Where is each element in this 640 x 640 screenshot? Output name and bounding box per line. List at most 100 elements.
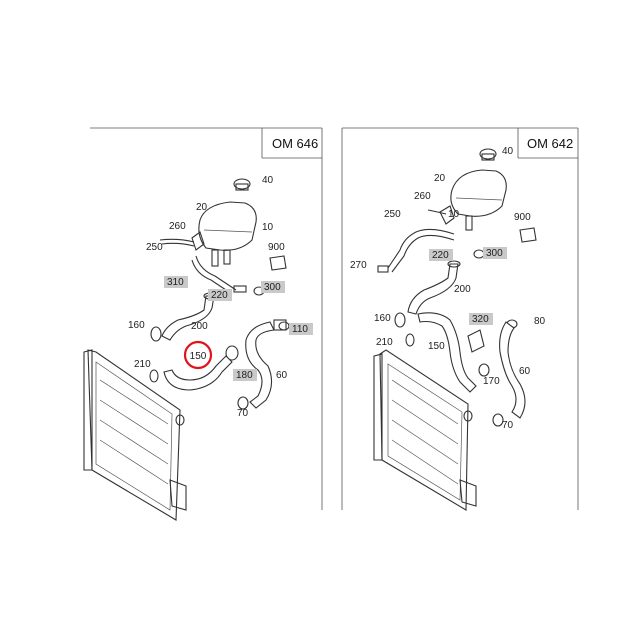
panel-title-om642: OM 642 bbox=[527, 136, 573, 151]
part-label-om642-20: 20 bbox=[434, 173, 446, 184]
part-label-om642-60: 60 bbox=[519, 366, 531, 377]
part-label-box bbox=[289, 323, 313, 335]
part-label-om642-270: 270 bbox=[350, 260, 367, 271]
part-number-text: 220 bbox=[211, 290, 228, 301]
part-label-om646-110: 110 bbox=[289, 323, 313, 335]
expansion-tank-right bbox=[439, 148, 507, 231]
part-label-om642-200: 200 bbox=[454, 284, 471, 295]
part-label-om646-210: 210 bbox=[134, 359, 151, 370]
part-number-text: 210 bbox=[134, 359, 151, 370]
sensor-900-left bbox=[269, 255, 287, 271]
part-number-text: 10 bbox=[262, 222, 274, 233]
part-label-om642-70: 70 bbox=[502, 420, 514, 431]
part-label-om646-70: 70 bbox=[237, 408, 249, 419]
part-number-text: 250 bbox=[146, 242, 163, 253]
hose-150-right bbox=[417, 312, 477, 393]
part-number-text: 160 bbox=[374, 313, 391, 324]
hose-60-right bbox=[499, 321, 526, 419]
highlight-part-number: 150 bbox=[190, 351, 207, 362]
part-number-text: 40 bbox=[502, 146, 514, 157]
part-number-text: 20 bbox=[434, 173, 446, 184]
part-label-box bbox=[233, 369, 257, 381]
part-number-text: 270 bbox=[350, 260, 367, 271]
part-number-text: 250 bbox=[384, 209, 401, 220]
part-label-om642-10: 10 bbox=[448, 209, 460, 220]
part-label-om642-40: 40 bbox=[502, 146, 514, 157]
part-label-box bbox=[483, 247, 507, 259]
part-label-om642-250: 250 bbox=[384, 209, 401, 220]
part-label-om646-40: 40 bbox=[262, 175, 274, 186]
part-number-text: 320 bbox=[472, 314, 489, 325]
panel-title-om646: OM 646 bbox=[272, 136, 318, 151]
part-number-text: 210 bbox=[376, 337, 393, 348]
part-label-om642-170: 170 bbox=[483, 376, 500, 387]
part-label-om642-260: 260 bbox=[414, 191, 431, 202]
part-label-om646-10: 10 bbox=[262, 222, 274, 233]
vent-line-left bbox=[159, 238, 247, 295]
part-label-om642-320: 320 bbox=[469, 313, 493, 325]
part-number-text: 70 bbox=[237, 408, 249, 419]
part-number-text: 60 bbox=[276, 370, 288, 381]
part-label-om646-200: 200 bbox=[191, 321, 208, 332]
vent-line-right bbox=[377, 209, 455, 273]
part-number-text: 170 bbox=[483, 376, 500, 387]
hose-200-right bbox=[407, 260, 461, 315]
part-label-om642-210: 210 bbox=[376, 337, 393, 348]
part-number-text: 900 bbox=[514, 212, 531, 223]
part-number-text: 260 bbox=[414, 191, 431, 202]
part-label-om646-900: 900 bbox=[268, 242, 285, 253]
radiator-left bbox=[83, 349, 187, 521]
part-number-text: 160 bbox=[128, 320, 145, 331]
part-number-text: 200 bbox=[191, 321, 208, 332]
part-label-om642-900: 900 bbox=[514, 212, 531, 223]
part-label-om646-180: 180 bbox=[233, 369, 257, 381]
part-number-text: 300 bbox=[264, 282, 281, 293]
part-label-om646-60: 60 bbox=[276, 370, 288, 381]
part-label-box bbox=[164, 276, 188, 288]
part-label-om646-220: 220 bbox=[208, 289, 232, 301]
part-number-text: 220 bbox=[432, 250, 449, 261]
part-number-text: 900 bbox=[268, 242, 285, 253]
part-label-box bbox=[208, 289, 232, 301]
part-number-text: 110 bbox=[292, 324, 308, 335]
part-label-om642-80: 80 bbox=[534, 316, 546, 327]
part-label-om642-220: 220 bbox=[429, 249, 453, 261]
part-label-box bbox=[261, 281, 285, 293]
part-number-text: 200 bbox=[454, 284, 471, 295]
part-number-text: 60 bbox=[519, 366, 531, 377]
part-label-om642-300: 300 bbox=[483, 247, 507, 259]
part-number-text: 10 bbox=[448, 209, 460, 220]
part-label-om646-260: 260 bbox=[169, 221, 186, 232]
hose-150-left bbox=[163, 355, 233, 391]
highlight-ring bbox=[183, 340, 213, 370]
part-label-om646-310: 310 bbox=[164, 276, 188, 288]
part-label-om642-150: 150 bbox=[428, 341, 445, 352]
panel-frame-om646 bbox=[90, 127, 323, 510]
expansion-tank-left bbox=[191, 178, 257, 267]
panel-frame-om642 bbox=[341, 127, 579, 510]
part-number-text: 310 bbox=[167, 277, 184, 288]
part-label-box bbox=[469, 313, 493, 325]
part-label-om646-20: 20 bbox=[196, 202, 208, 213]
part-number-text: 40 bbox=[262, 175, 274, 186]
highlighted-part-150: 150 bbox=[183, 340, 213, 370]
part-number-text: 260 bbox=[169, 221, 186, 232]
radiator-right bbox=[373, 349, 477, 511]
part-label-om642-160: 160 bbox=[374, 313, 391, 324]
part-number-text: 80 bbox=[534, 316, 546, 327]
part-number-text: 70 bbox=[502, 420, 514, 431]
part-number-text: 150 bbox=[428, 341, 445, 352]
sensor-900-right bbox=[519, 227, 537, 243]
part-number-text: 180 bbox=[236, 370, 253, 381]
part-label-om646-300: 300 bbox=[261, 281, 285, 293]
part-label-om646-250: 250 bbox=[146, 242, 163, 253]
part-label-box bbox=[429, 249, 453, 261]
hose-60-left bbox=[245, 319, 287, 409]
clamps-right bbox=[394, 249, 518, 427]
part-label-om646-160: 160 bbox=[128, 320, 145, 331]
part-number-text: 300 bbox=[486, 248, 503, 259]
hose-200-left bbox=[161, 292, 217, 341]
part-number-text: 20 bbox=[196, 202, 208, 213]
